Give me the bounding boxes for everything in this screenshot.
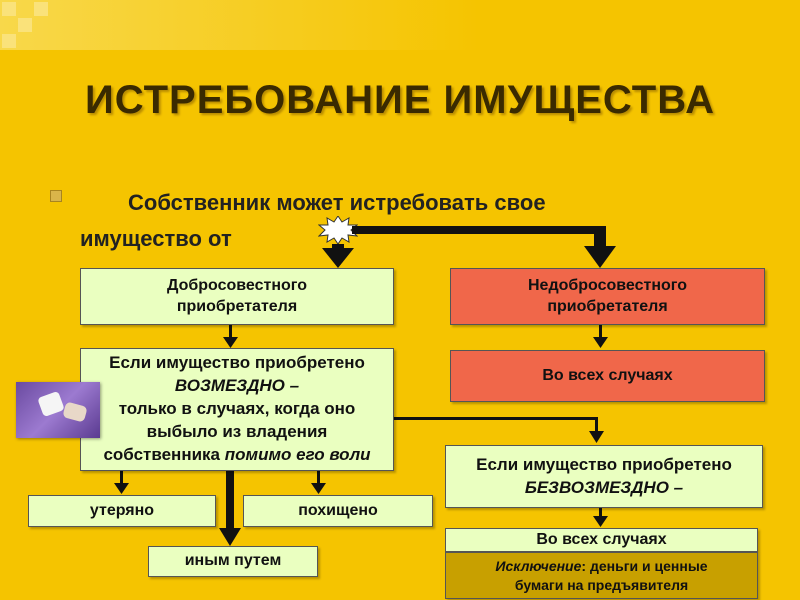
paid-condition-against-will-text: помимо его воли [224, 444, 371, 464]
stolen-box: похищено [243, 495, 433, 527]
paid-acquisition-condition-box: Если имущество приобретено ВОЗМЕЗДНО – т… [80, 348, 394, 471]
bona-fide-acquirer-box: Добросовестного приобретателя [80, 268, 394, 325]
mala-fide-acquirer-box: Недобросовестного приобретателя [450, 268, 765, 325]
intro-text-line2: имущество от [80, 226, 232, 251]
other-way-box: иным путем [148, 546, 318, 577]
paid-condition-owner-text: собственника [103, 444, 225, 464]
paid-condition-line4: выбыло из владения [146, 421, 328, 441]
exception-line2: бумаги на предъявителя [514, 576, 689, 593]
mala-fide-line2: приобретателя [547, 297, 668, 315]
lost-box: утеряно [28, 495, 216, 527]
bona-fide-line1: Добросовестного [167, 276, 307, 294]
bona-fide-line2: приобретателя [176, 297, 298, 315]
slide-title: ИСТРЕБОВАНИЕ ИМУЩЕСТВА [84, 78, 715, 122]
paid-condition-line2: ВОЗМЕЗДНО – [174, 376, 300, 396]
paper-icon [37, 390, 65, 418]
free-condition-line2: БЕЗВОЗМЕЗДНО – [524, 477, 684, 497]
top-decoration-bar [0, 0, 800, 50]
paid-condition-line1: Если имущество приобретено [109, 353, 365, 373]
free-acquisition-condition-box: Если имущество приобретено БЕЗВОЗМЕЗДНО … [445, 445, 763, 508]
decoration-square [18, 18, 32, 32]
exception-label: Исключение [495, 558, 582, 575]
decoration-square [2, 34, 16, 48]
free-condition-line1: Если имущество приобретено [476, 454, 732, 474]
exception-text1: : деньги и ценные [581, 558, 708, 575]
intro-text-line1: Собственник может истребовать свое [128, 190, 546, 215]
paid-condition-line3: только в случаях, когда оно [118, 399, 356, 419]
exception-line1: Исключение: деньги и ценные [495, 557, 707, 575]
mala-fide-line1: Недобросовестного [528, 276, 687, 294]
paid-condition-line5: собственника помимо его воли [103, 444, 370, 467]
bullet-icon [50, 190, 62, 202]
starburst-icon [318, 216, 358, 244]
hand-icon [62, 401, 88, 423]
decoration-square [2, 2, 16, 16]
all-cases-box-2: Во всех случаях [445, 528, 758, 552]
all-cases-box-1: Во всех случаях [450, 350, 765, 402]
decorative-photo [16, 382, 100, 438]
exception-box: Исключение: деньги и ценные бумаги на пр… [445, 552, 758, 599]
decoration-square [34, 2, 48, 16]
